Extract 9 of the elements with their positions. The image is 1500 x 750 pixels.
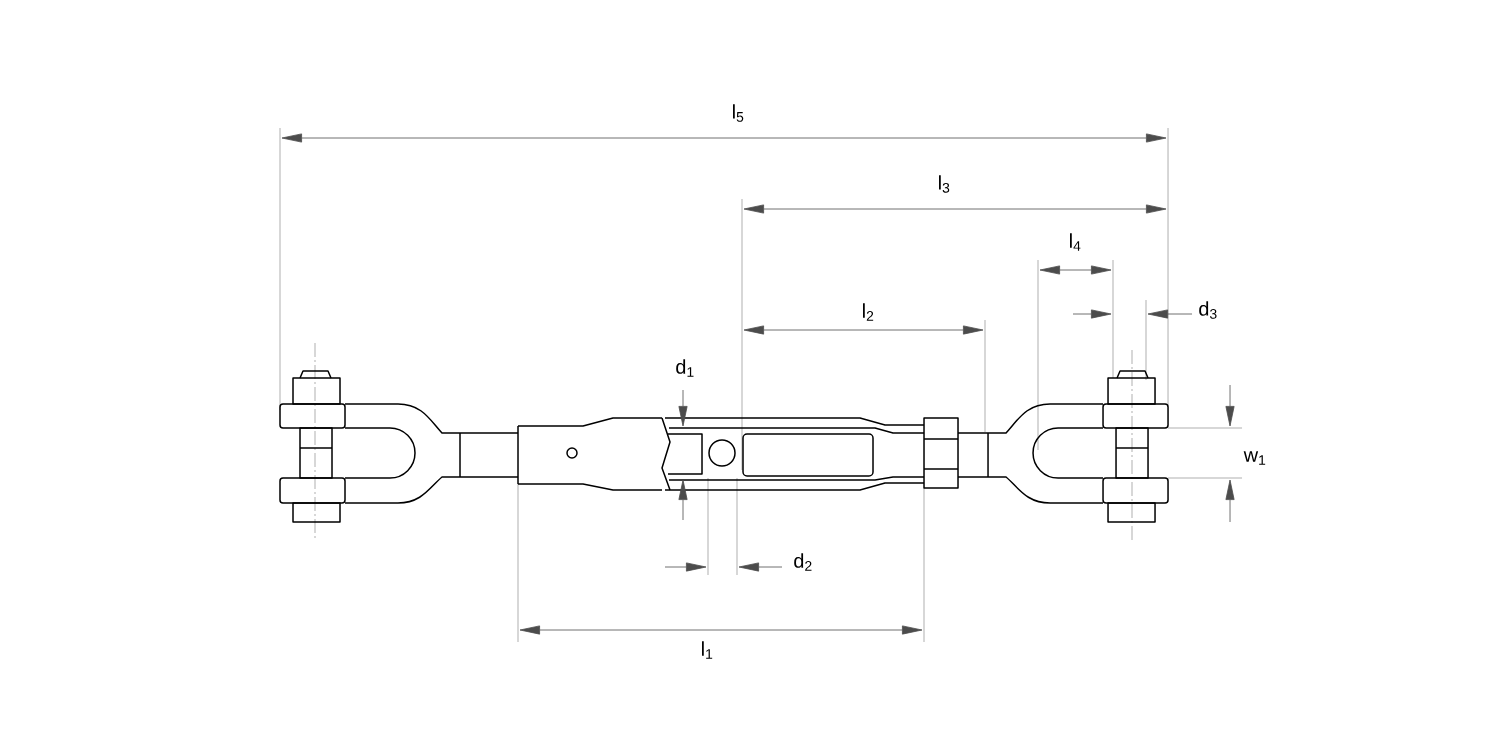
dimension-label: l$_{5}$ xyxy=(733,104,744,122)
dimension-label: l$_{2}$ xyxy=(863,303,874,321)
dimension-label: l$_{3}$ xyxy=(939,175,950,193)
dimension-label: d$_{3}$ xyxy=(1199,301,1217,319)
dimension-label: w$_{1}$ xyxy=(1243,451,1266,465)
dimension-label: l$_{4}$ xyxy=(1070,233,1081,251)
dimension-label: d$_{2}$ xyxy=(794,553,812,571)
dimension-label: d$_{1}$ xyxy=(676,359,694,377)
dimension-label: l$_{1}$ xyxy=(702,641,713,659)
